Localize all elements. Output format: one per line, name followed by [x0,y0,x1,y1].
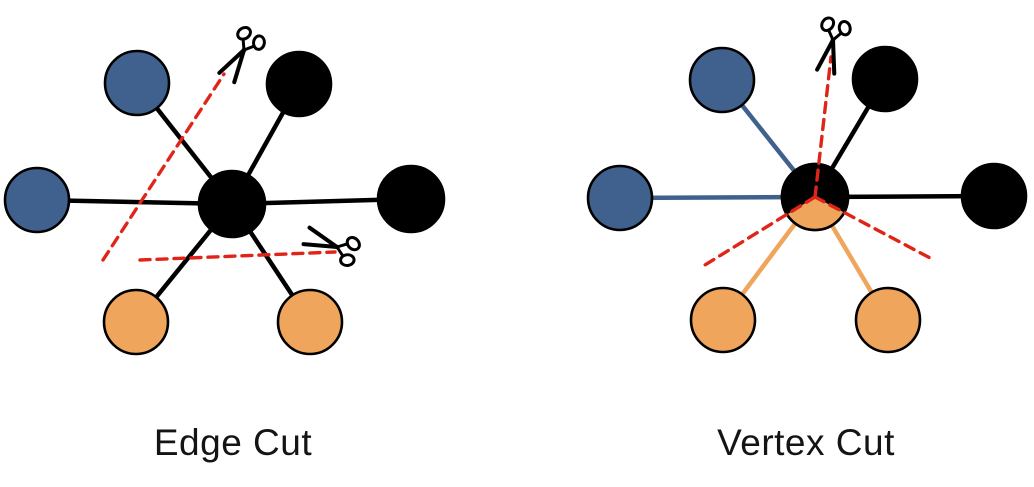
edge-cut-node-blue-top-left [103,49,171,117]
vertex-cut-graph [586,16,1028,354]
vertex-cut-node-orange-bottom-right [854,286,922,354]
edge-cut-cut-line-1 [101,72,226,262]
vertex-cut-cut-line-3 [813,195,934,261]
scissors-icon [217,26,266,85]
vertex-cut-node-black-top-right [851,45,919,113]
vertex-cut-cut-line-1 [813,55,833,199]
vertex-cut-label: Vertex Cut [717,422,895,463]
edge-cut-center-node [197,169,267,239]
edge-cut-node-black-top-right [265,50,333,118]
vertex-cut-cut-line-2 [698,195,817,270]
scissors-icon [815,16,852,76]
vertex-cut-node-blue-top-left [688,46,756,114]
edge-cut-node-black-right [376,164,446,234]
vertex-cut-node-orange-bottom-left [689,286,757,354]
vertex-cut-center-node-outline [780,162,850,232]
vertex-cut-node-black-right [960,162,1028,230]
edge-cut-graph [3,26,446,356]
edge-cut-node-orange-bottom-right [276,288,344,356]
vertex-cut-node-blue-left [586,164,654,232]
edge-cut-cut-line-2 [138,250,337,262]
edge-cut-node-blue-left [3,166,71,234]
edge-cut-label: Edge Cut [153,422,313,463]
scissors-icon [301,225,361,267]
edge-cut-node-orange-bottom-left [102,288,170,356]
